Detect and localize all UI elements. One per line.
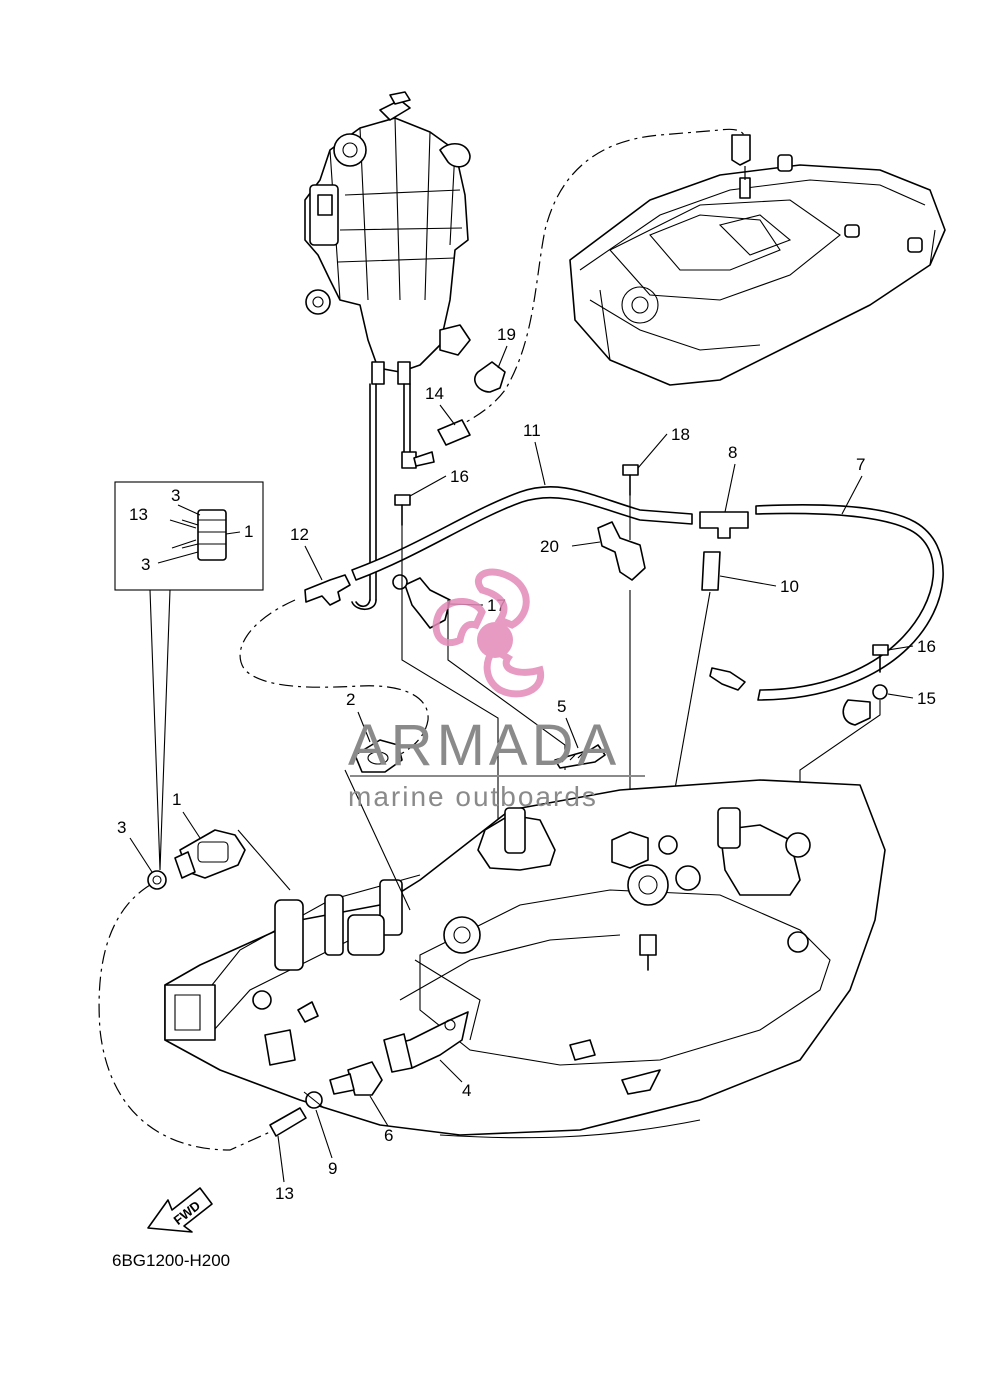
callout-11: 11 — [523, 421, 541, 440]
grommet-2 — [354, 739, 403, 773]
watermark-title: ARMADA — [348, 713, 620, 778]
clip-9 — [303, 1091, 325, 1109]
callout-12: 12 — [290, 525, 309, 544]
inset-callout-3-bottom: 3 — [141, 555, 150, 574]
detail-inset — [114, 481, 264, 871]
fitting-4 — [383, 1011, 469, 1073]
callout-10: 10 — [780, 577, 799, 596]
callout-1: 1 — [172, 790, 181, 809]
inset-callout-13: 13 — [129, 505, 148, 524]
joint-6 — [329, 1061, 383, 1096]
inset-labels: 13 3 3 1 — [129, 486, 253, 574]
inset-callout-1: 1 — [244, 522, 253, 541]
callout-4: 4 — [462, 1081, 471, 1100]
callout-2: 2 — [346, 690, 355, 709]
callout-19: 19 — [497, 325, 516, 344]
fwd-arrow-icon: FWD — [147, 1187, 213, 1233]
callout-6: 6 — [384, 1126, 393, 1145]
callout-18: 18 — [671, 425, 690, 444]
callout-16: 16 — [450, 467, 469, 486]
callout-9: 9 — [328, 1159, 337, 1178]
diagram-code: 6BG1200-H200 — [112, 1251, 230, 1270]
callout-8: 8 — [728, 443, 737, 462]
bottom-cowling — [164, 779, 886, 1139]
propeller-logo — [432, 568, 545, 698]
callout-20: 20 — [540, 537, 559, 556]
callout-13: 13 — [275, 1184, 294, 1203]
callout-16b: 16 — [917, 637, 936, 656]
hose-13 — [98, 884, 307, 1151]
grommet-1 — [174, 829, 246, 879]
clamp-3 — [147, 870, 167, 890]
carburetor-assembly — [304, 91, 471, 611]
watermark-subtitle: marine outboards — [348, 781, 598, 812]
callout-14: 14 — [425, 384, 444, 403]
inset-callout-3-top: 3 — [171, 486, 180, 505]
callout-5: 5 — [557, 697, 566, 716]
callout-15: 15 — [917, 689, 936, 708]
callout-3: 3 — [117, 818, 126, 837]
screw-5 — [554, 744, 606, 769]
intake-silencer — [569, 154, 946, 386]
hose-routing — [239, 128, 944, 945]
callout-7: 7 — [856, 455, 865, 474]
